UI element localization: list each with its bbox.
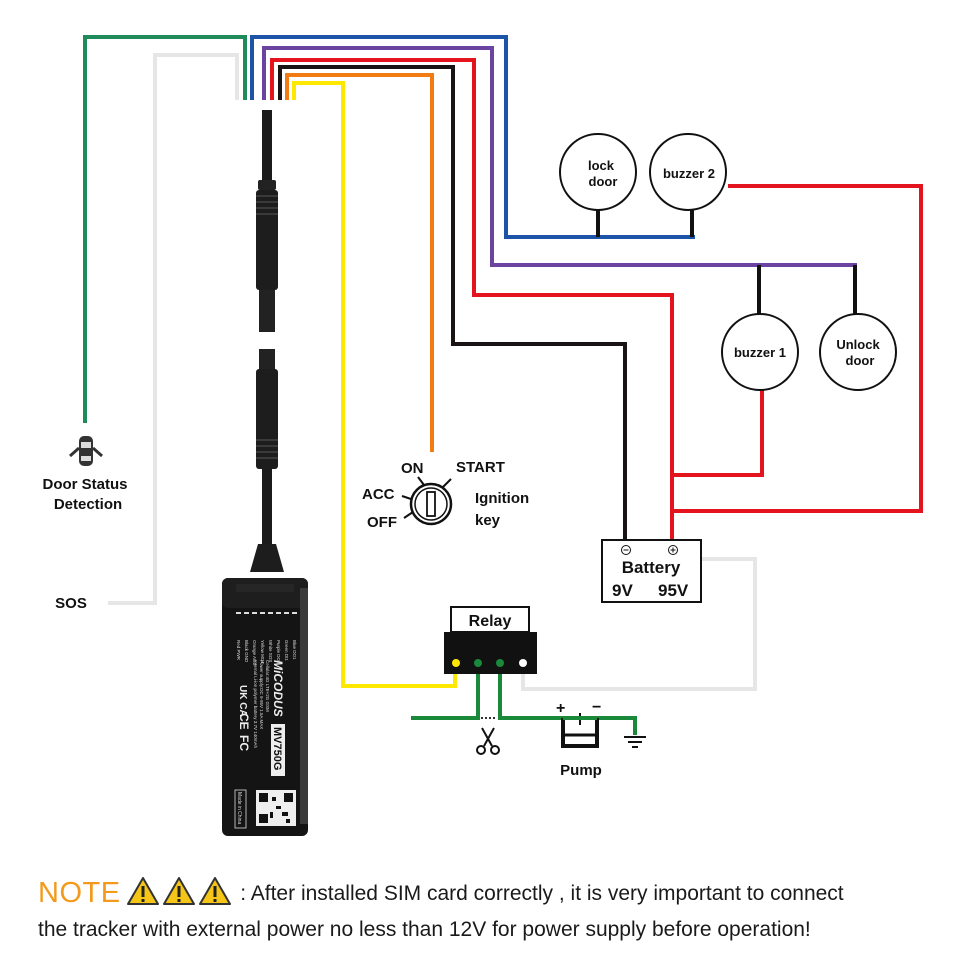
wire-legend-4: White SOS	[268, 640, 273, 662]
qr-code-icon	[256, 790, 296, 826]
buzzer2-circle	[649, 133, 727, 211]
note-text-1: : After installed SIM card correctly , i…	[240, 882, 844, 905]
wire-legend-7: Blue DO1	[292, 640, 297, 660]
device-spec-3: Internal Li-ion polymer battery 3.7V 140…	[253, 660, 258, 749]
pump-plus: +	[556, 700, 565, 717]
wire-white-sos	[108, 53, 239, 605]
warning-icon	[162, 876, 196, 915]
tracker-cable	[250, 110, 284, 572]
device-spec-1: Cellular:4G LTE+2G GSM	[265, 660, 270, 712]
buzzer1-circle	[721, 313, 799, 391]
ignition-on-label: ON	[401, 460, 424, 477]
ignition-key-icon	[401, 476, 453, 526]
door-status-label-1: Door Status	[42, 476, 127, 493]
note-line-1: NOTE : After installed SIM card correctl…	[38, 876, 948, 915]
device-spec-2: Power supply:DC 9-95V 1.5A MAX	[259, 660, 264, 729]
door-status-label-2: Detection	[54, 496, 122, 513]
device-brand: MiCODUS	[271, 660, 285, 717]
device-model: MV750G	[271, 727, 283, 770]
wire-black-ground	[278, 65, 627, 540]
note-word: NOTE	[38, 877, 121, 909]
ignition-off-label: OFF	[367, 514, 397, 531]
wire-yellow-relay	[292, 81, 457, 688]
pump-label: Pump	[560, 762, 602, 779]
pump-minus: −	[592, 699, 601, 716]
relay-terminal-green-2	[496, 659, 504, 667]
wire-green-door-status	[83, 35, 247, 423]
battery-right-voltage: 95V	[658, 581, 689, 600]
relay-terminal-white	[519, 659, 527, 667]
ignition-acc-label: ACC	[362, 486, 395, 503]
unlock-door-label-2: door	[846, 353, 875, 368]
warning-icon	[126, 876, 160, 915]
battery-title: Battery	[622, 558, 681, 577]
wire-legend-3: Yellow MOT	[260, 640, 265, 664]
wire-red-power	[270, 58, 674, 540]
wire-red-buzzer2	[672, 184, 923, 513]
buzzer1-label: buzzer 1	[734, 345, 786, 360]
warning-icon	[198, 876, 232, 915]
ignition-key-label-2: key	[475, 512, 501, 529]
sos-label: SOS	[55, 595, 87, 612]
lock-door-label-1: lock	[588, 158, 615, 173]
car-door-open-icon	[69, 436, 103, 466]
unlock-door-label-1: Unlock	[836, 337, 880, 352]
ignition-start-label: START	[456, 459, 505, 476]
relay-label: Relay	[469, 613, 512, 630]
note-line-2: the tracker with external power no less …	[38, 918, 811, 941]
buzzer2-label: buzzer 2	[663, 166, 715, 181]
wire-green-load-in	[411, 672, 480, 720]
device-model-badge	[271, 724, 285, 776]
wire-blue	[250, 35, 695, 239]
battery-minus-icon	[621, 545, 631, 555]
wire-green-load-out	[498, 672, 637, 735]
wire-red-buzzer1	[672, 390, 764, 477]
lock-door-label-2: door	[589, 174, 618, 189]
wire-purple	[262, 46, 857, 267]
wire-legend-5: Purple DO2	[276, 640, 281, 664]
battery-box	[601, 539, 702, 603]
relay-terminal-yellow	[452, 659, 460, 667]
device-made-in: Made in China	[236, 792, 242, 824]
ignition-key-label-1: Ignition	[475, 490, 529, 507]
battery-plus-icon	[668, 545, 678, 555]
cert-fcc: FC	[237, 735, 251, 751]
lock-door-circle	[559, 133, 637, 211]
tracker-wire-legend: Red PWR Black GND Orange ACC Yellow MOT …	[236, 640, 297, 666]
scissors-icon	[476, 727, 500, 755]
note-block: NOTE : After installed SIM card correctl…	[38, 876, 948, 945]
relay-body	[444, 632, 537, 674]
ground-icon	[624, 736, 646, 748]
wire-legend-6: Green DI1	[284, 640, 289, 661]
battery-left-voltage: 9V	[612, 581, 633, 600]
wire-legend-0: Red PWR	[236, 640, 241, 661]
cert-ukca: UK CA	[237, 685, 248, 717]
wire-orange-acc	[285, 73, 434, 452]
wire-white-relay-battery	[521, 557, 757, 691]
tracker-device	[222, 578, 308, 836]
wire-legend-2: Orange ACC	[252, 640, 257, 666]
relay-terminal-green-1	[474, 659, 482, 667]
cert-ce: CE	[237, 713, 251, 730]
wire-legend-1: Black GND	[244, 640, 249, 663]
unlock-door-circle	[819, 313, 897, 391]
